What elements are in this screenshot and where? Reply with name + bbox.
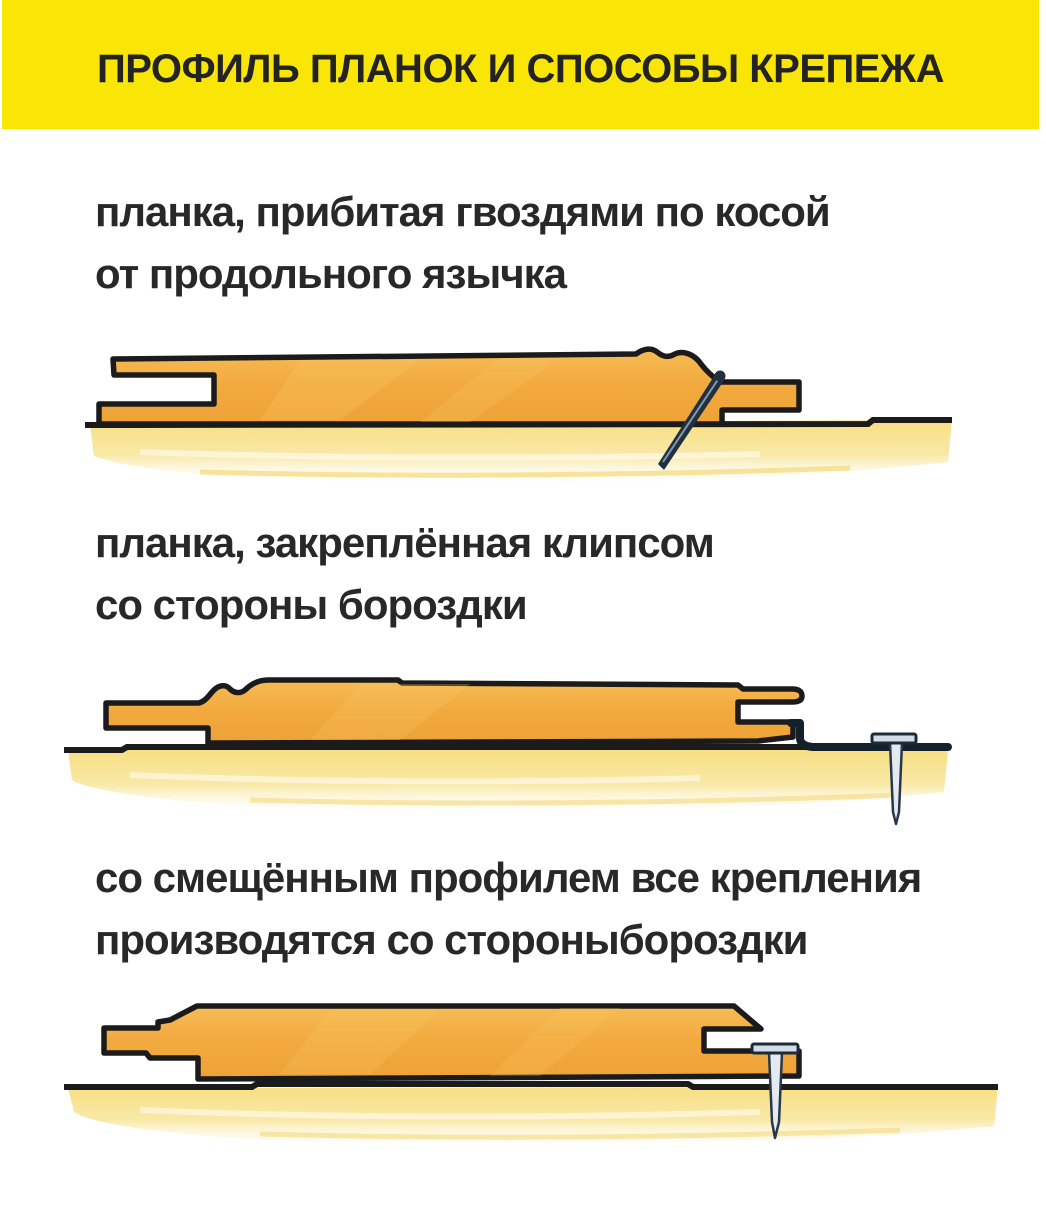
- caption-section-3: со смещённым профилем все крепления прои…: [95, 847, 995, 971]
- substrate-grain-streak: [249, 792, 901, 806]
- nail-icon: [750, 1042, 800, 1140]
- caption-1-line-2: от продольного язычка: [95, 250, 567, 297]
- plank-grain-streak: [280, 1010, 440, 1074]
- illustration-plank-clip-fastened: [64, 677, 952, 826]
- title-banner: ПРОФИЛЬ ПЛАНОК И СПОСОБЫ КРЕПЕЖА: [2, 0, 1039, 129]
- substrate-board: [90, 420, 952, 485]
- page-title: ПРОФИЛЬ ПЛАНОК И СПОСОБЫ КРЕПЕЖА: [97, 47, 944, 91]
- illustration-plank-nailed-diagonally: [84, 346, 952, 485]
- plank-grain-streak: [490, 1008, 620, 1076]
- caption-2-line-1: планка, закреплённая клипсом: [95, 519, 715, 566]
- nail-icon: [658, 370, 726, 470]
- caption-section-2: планка, закреплённая клипсом со стороны …: [95, 512, 995, 636]
- caption-1-line-1: планка, прибитая гвоздями по косой: [95, 188, 831, 235]
- substrate-top-edge: [64, 744, 950, 753]
- caption-3-line-2: производятся со стороныбороздки: [95, 916, 808, 963]
- substrate-grain-streak: [139, 1107, 761, 1120]
- substrate-grain-streak: [429, 1141, 901, 1152]
- substrate-top-edge: [64, 1081, 998, 1090]
- plank-profile: [101, 1003, 802, 1082]
- caption-3-line-1: со смещённым профилем все крепления: [95, 854, 922, 901]
- plank-profile: [96, 346, 802, 427]
- caption-section-1: планка, прибитая гвоздями по косой от пр…: [95, 181, 995, 305]
- substrate-grain-streak: [259, 1127, 901, 1140]
- substrate-grain-streak: [199, 465, 851, 478]
- illustration-offset-profile-nailed: [64, 1003, 998, 1152]
- clip-icon: [787, 719, 952, 751]
- plank-grain-streak: [310, 684, 470, 740]
- nail-icon: [870, 732, 918, 826]
- caption-2-line-2: со стороны бороздки: [95, 581, 528, 628]
- substrate-grain-streak: [129, 772, 701, 785]
- plank-profile: [103, 677, 805, 746]
- plank-grain-streak: [260, 360, 420, 420]
- plank-grain-streak: [420, 358, 560, 422]
